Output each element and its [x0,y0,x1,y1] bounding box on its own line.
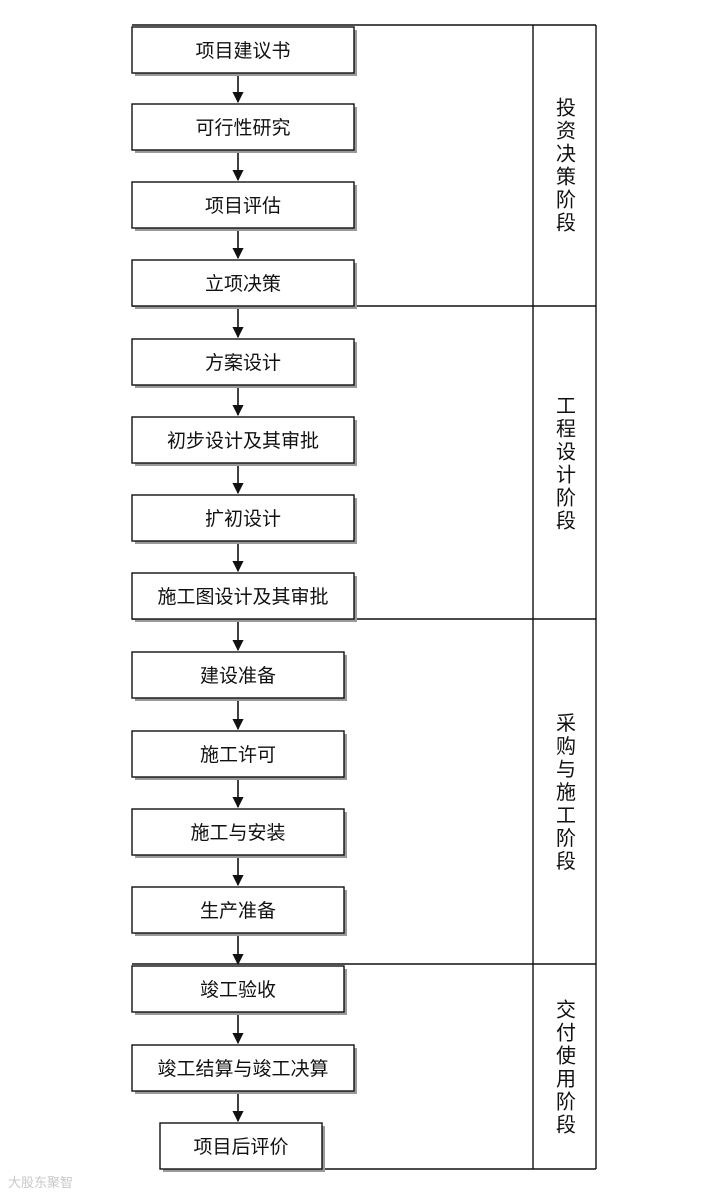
step-label: 施工与安装 [190,822,285,844]
step-box-11: 施工与安装 [131,808,347,858]
step-label: 初步设计及其审批 [167,430,319,452]
step-box-14: 竣工结算与竣工决算 [131,1044,357,1094]
step-rect [131,259,355,307]
step-rect [131,808,345,856]
step-box-6: 初步设计及其审批 [131,416,357,466]
step-rect [131,1044,355,1092]
step-boxes: 项目建议书可行性研究项目评估立项决策方案设计初步设计及其审批扩初设计施工图设计及… [131,26,357,1172]
step-rect [131,651,345,699]
step-box-10: 施工许可 [131,730,347,780]
phase-label-4: 交付使用阶段 [556,998,576,1137]
step-box-15: 项目后评价 [159,1122,325,1172]
step-box-9: 建设准备 [131,651,347,701]
step-rect [131,416,355,464]
step-label: 可行性研究 [195,117,290,139]
step-rect [159,1122,323,1170]
step-rect [131,103,355,151]
step-box-7: 扩初设计 [131,494,357,544]
phase-label-2: 工程设计阶段 [556,394,576,533]
step-rect [131,572,355,620]
step-label: 方案设计 [205,352,281,374]
step-box-1: 项目建议书 [131,26,357,76]
step-label: 项目建议书 [195,40,290,62]
step-label: 建设准备 [200,665,276,687]
step-label: 施工图设计及其审批 [157,586,328,608]
step-label: 项目评估 [205,195,281,217]
step-label: 扩初设计 [205,508,281,530]
step-rect [131,494,355,542]
step-rect [131,338,355,386]
step-label: 项目后评价 [193,1136,288,1158]
watermark-text: 大股东聚智 [8,1176,74,1191]
phase-label-1: 投资决策阶段 [556,96,576,235]
step-label: 生产准备 [200,900,276,922]
step-box-5: 方案设计 [131,338,357,388]
step-label: 施工许可 [200,744,276,766]
phase-label-3: 采购与施工阶段 [556,711,576,873]
step-box-12: 生产准备 [131,886,347,936]
step-box-13: 竣工验收 [131,965,347,1015]
step-label: 立项决策 [205,273,281,295]
step-rect [131,181,355,229]
step-rect [131,730,345,778]
step-label: 竣工结算与竣工决算 [157,1058,328,1080]
step-box-4: 立项决策 [131,259,357,309]
step-label: 竣工验收 [200,979,276,1001]
step-box-3: 项目评估 [131,181,357,231]
step-rect [131,886,345,934]
step-box-2: 可行性研究 [131,103,357,153]
step-box-8: 施工图设计及其审批 [131,572,357,622]
step-rect [131,26,355,74]
step-rect [131,965,345,1013]
